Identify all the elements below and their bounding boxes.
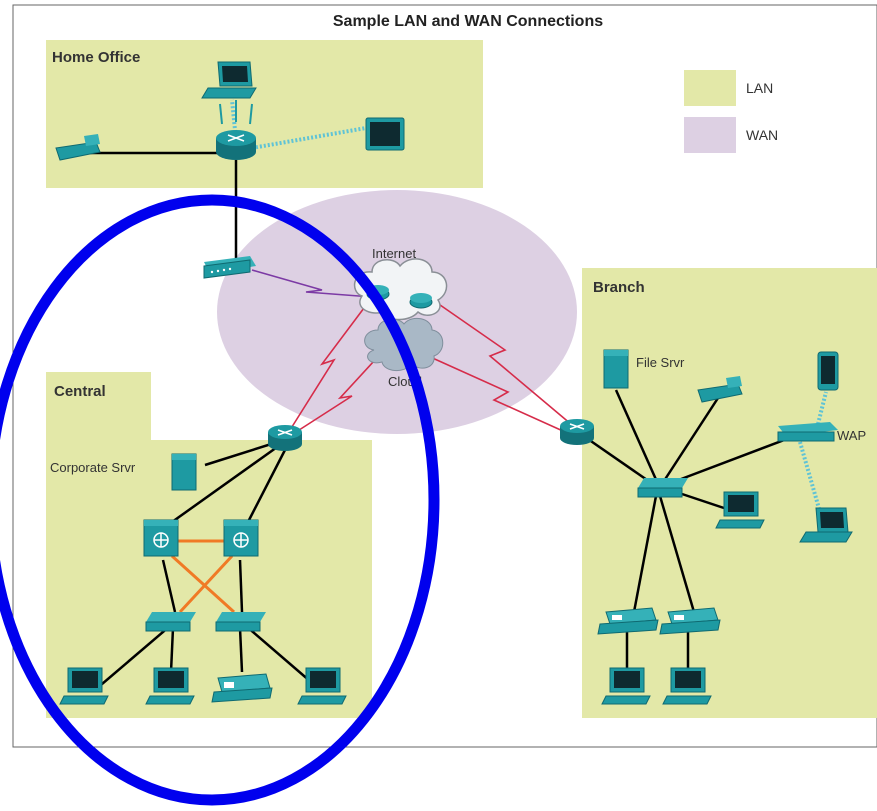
pc-icon (715, 491, 765, 529)
link-internet-branch (429, 297, 579, 431)
home-office-label: Home Office (52, 49, 140, 66)
wireless-home-tablet (251, 126, 367, 150)
switch-icon (215, 612, 266, 632)
link-l3a-swb (170, 554, 236, 614)
link-cloud-branch (427, 355, 575, 437)
router-icon (560, 419, 594, 445)
wan-links (251, 269, 579, 437)
link-central-router-l3a (171, 443, 281, 524)
link-l3a-swa (161, 559, 177, 613)
legend-lan-label: LAN (746, 80, 773, 96)
highlight-ellipse (0, 194, 440, 806)
central-label: Central (54, 383, 106, 400)
pc-icon (59, 667, 109, 705)
link-modem-internet (251, 269, 373, 298)
ip-phone-icon (659, 607, 721, 635)
branch-label: Branch (593, 279, 645, 296)
switch-icon (145, 612, 196, 632)
link-branch-switch-printer (660, 397, 720, 485)
redundant-links (170, 539, 236, 614)
link-branch-switch-wap (667, 432, 801, 486)
router-icon (409, 293, 433, 309)
laptop-icon (201, 61, 257, 99)
home-office-zone (46, 40, 483, 188)
server-icon (603, 349, 629, 389)
printer-icon (697, 376, 743, 403)
link-branch-switch-fileserver (614, 389, 660, 485)
switch-icon (637, 478, 688, 498)
diagram-title: Sample LAN and WAN Connections (333, 13, 603, 30)
wireless-access-point-icon (777, 422, 838, 442)
link-branch-switch-phone1 (632, 495, 658, 613)
wireless-home-laptop (230, 99, 238, 141)
pc-icon (662, 667, 712, 705)
link-l3b-swb (238, 559, 244, 613)
link-central-router-internet (289, 299, 371, 431)
link-branch-switch-phone2 (658, 495, 696, 613)
wap-label: WAP (837, 428, 866, 443)
legend: LAN WAN (684, 70, 778, 153)
wireless-router-icon (216, 100, 256, 160)
internet-label: Internet (372, 246, 416, 261)
link-l3b-swa (178, 554, 234, 614)
laptop-icon (799, 507, 853, 543)
legend-wan-label: WAN (746, 127, 778, 143)
smartphone-icon (817, 351, 839, 391)
link-swa-pc2 (169, 627, 175, 673)
wireless-wap-phone (816, 391, 828, 425)
wireless-wap-laptop (798, 441, 822, 513)
link-swa-pc1 (94, 625, 171, 691)
modem-icon (203, 256, 256, 279)
link-swb-phone (238, 627, 244, 673)
pc-icon (601, 667, 651, 705)
link-branch-router-switch (584, 435, 651, 484)
ip-phone-icon (597, 607, 659, 635)
multilayer-switch-icon (143, 519, 179, 557)
printer-icon (55, 134, 101, 161)
tablet-icon (365, 117, 405, 151)
link-central-router-l3b (246, 447, 288, 523)
multilayer-switch-icon (223, 519, 259, 557)
ip-phone-icon (211, 673, 273, 703)
wireless-links (230, 99, 828, 513)
legend-wan-swatch (684, 117, 736, 153)
legend-lan-swatch (684, 70, 736, 106)
router-icon (268, 425, 302, 451)
corporate-server-label: Corporate Srvr (50, 460, 136, 475)
link-central-router-cloud (295, 347, 387, 433)
corporate-server-label-bg (48, 458, 170, 476)
file-server-label: File Srvr (636, 355, 685, 370)
pc-icon (145, 667, 195, 705)
server-icon (171, 453, 197, 491)
pc-icon (297, 667, 347, 705)
